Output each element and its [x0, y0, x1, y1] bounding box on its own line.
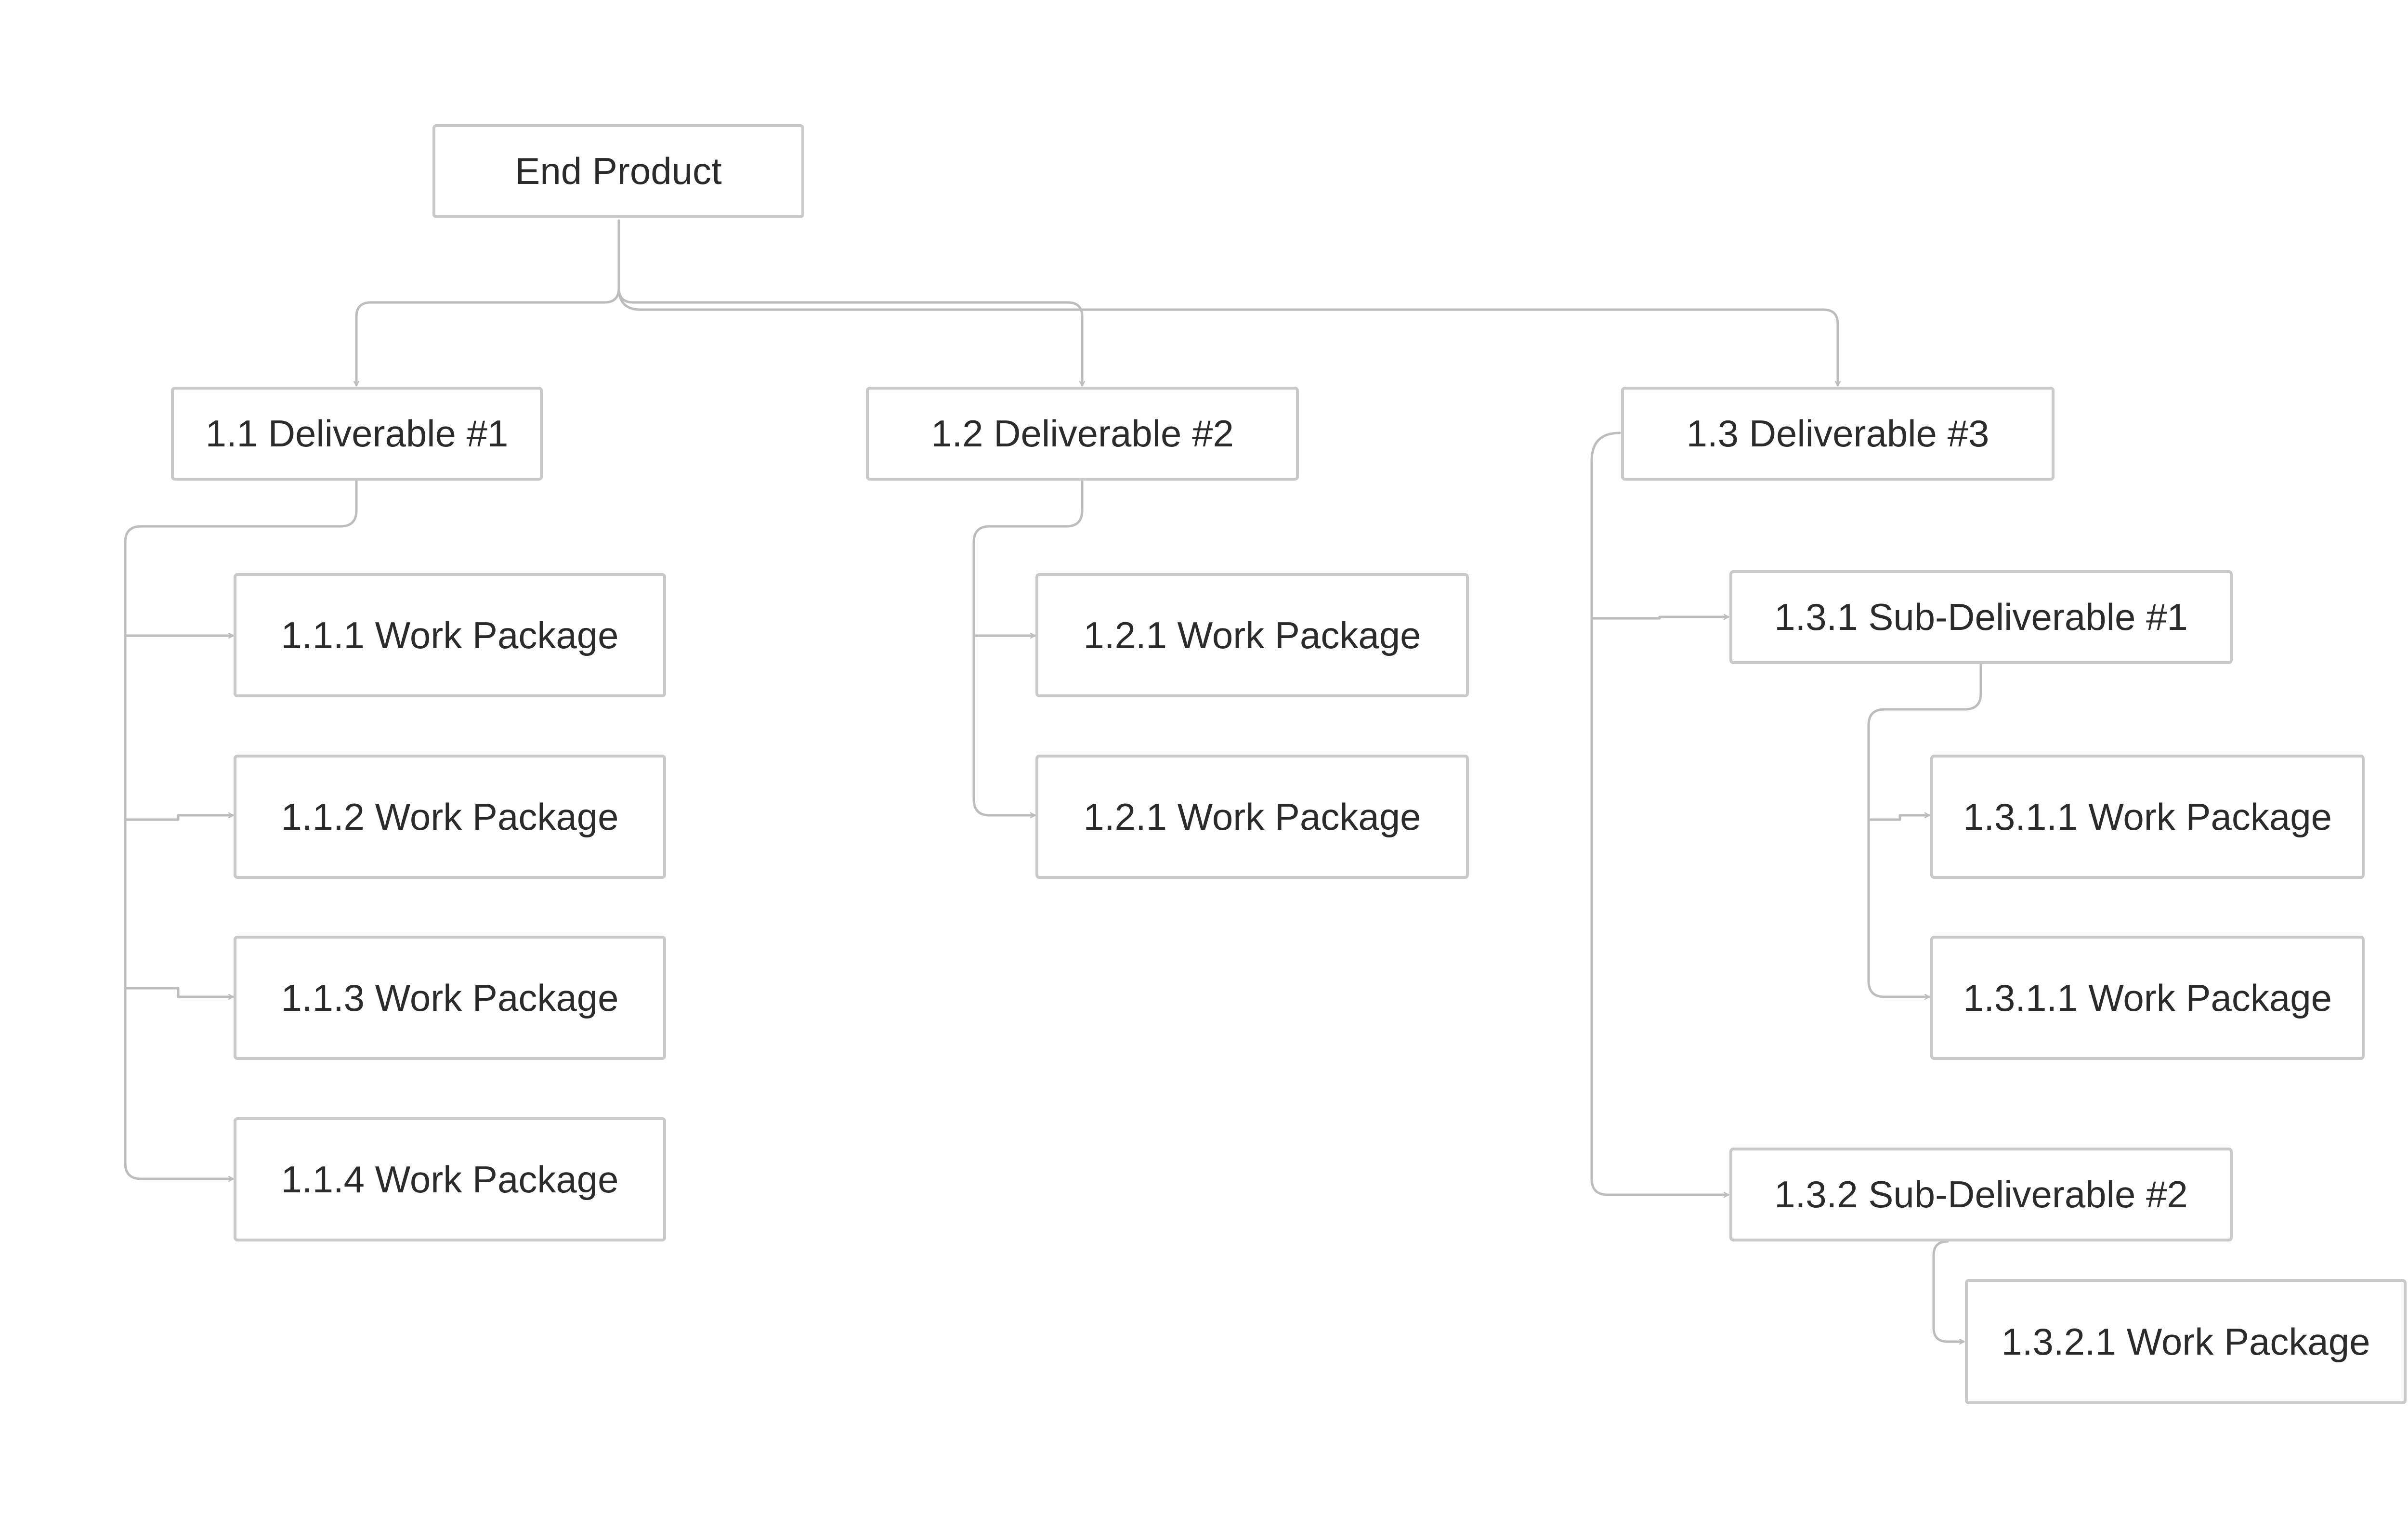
connector-root-d1 — [356, 219, 620, 387]
node-sub-deliverable-1-3-1: 1.3.1 Sub-Deliverable #1 — [1729, 570, 2233, 664]
node-end-product: End Product — [432, 124, 804, 218]
node-work-package-1-3-1-1-a: 1.3.1.1 Work Package — [1930, 755, 2365, 879]
node-work-package-1-3-1-1-b: 1.3.1.1 Work Package — [1930, 936, 2365, 1060]
connector-root-d2 — [617, 287, 1082, 387]
connector-d3-sd131 — [1590, 617, 1729, 618]
connector-d1-trunk — [124, 479, 358, 1179]
node-work-package-1-1-1: 1.1.1 Work Package — [234, 573, 666, 697]
node-work-package-1-2-1-a: 1.2.1 Work Package — [1035, 573, 1469, 697]
node-work-package-1-1-3: 1.1.3 Work Package — [234, 936, 666, 1060]
node-sub-deliverable-1-3-2: 1.3.2 Sub-Deliverable #2 — [1729, 1148, 2233, 1241]
connector-root-d3 — [617, 287, 1838, 387]
node-work-package-1-3-2-1: 1.3.2.1 Work Package — [1965, 1279, 2407, 1404]
connector-sd131-wp1311a — [1867, 815, 1930, 821]
node-work-package-1-1-4: 1.1.4 Work Package — [234, 1117, 666, 1241]
node-deliverable-1: 1.1 Deliverable #1 — [171, 387, 543, 481]
connector-d3-trunk — [1590, 431, 1729, 1195]
connector-d1-wp113 — [124, 987, 234, 997]
node-deliverable-2: 1.2 Deliverable #2 — [866, 387, 1299, 481]
node-deliverable-3: 1.3 Deliverable #3 — [1621, 387, 2055, 481]
node-work-package-1-2-1-b: 1.2.1 Work Package — [1035, 755, 1469, 879]
connector-sd132-wp1321 — [1932, 1240, 1965, 1342]
connector-d1-wp112 — [124, 815, 234, 821]
connector-d2-trunk — [972, 479, 1084, 815]
node-work-package-1-1-2: 1.1.2 Work Package — [234, 755, 666, 879]
connector-sd131-trunk — [1867, 662, 1982, 997]
